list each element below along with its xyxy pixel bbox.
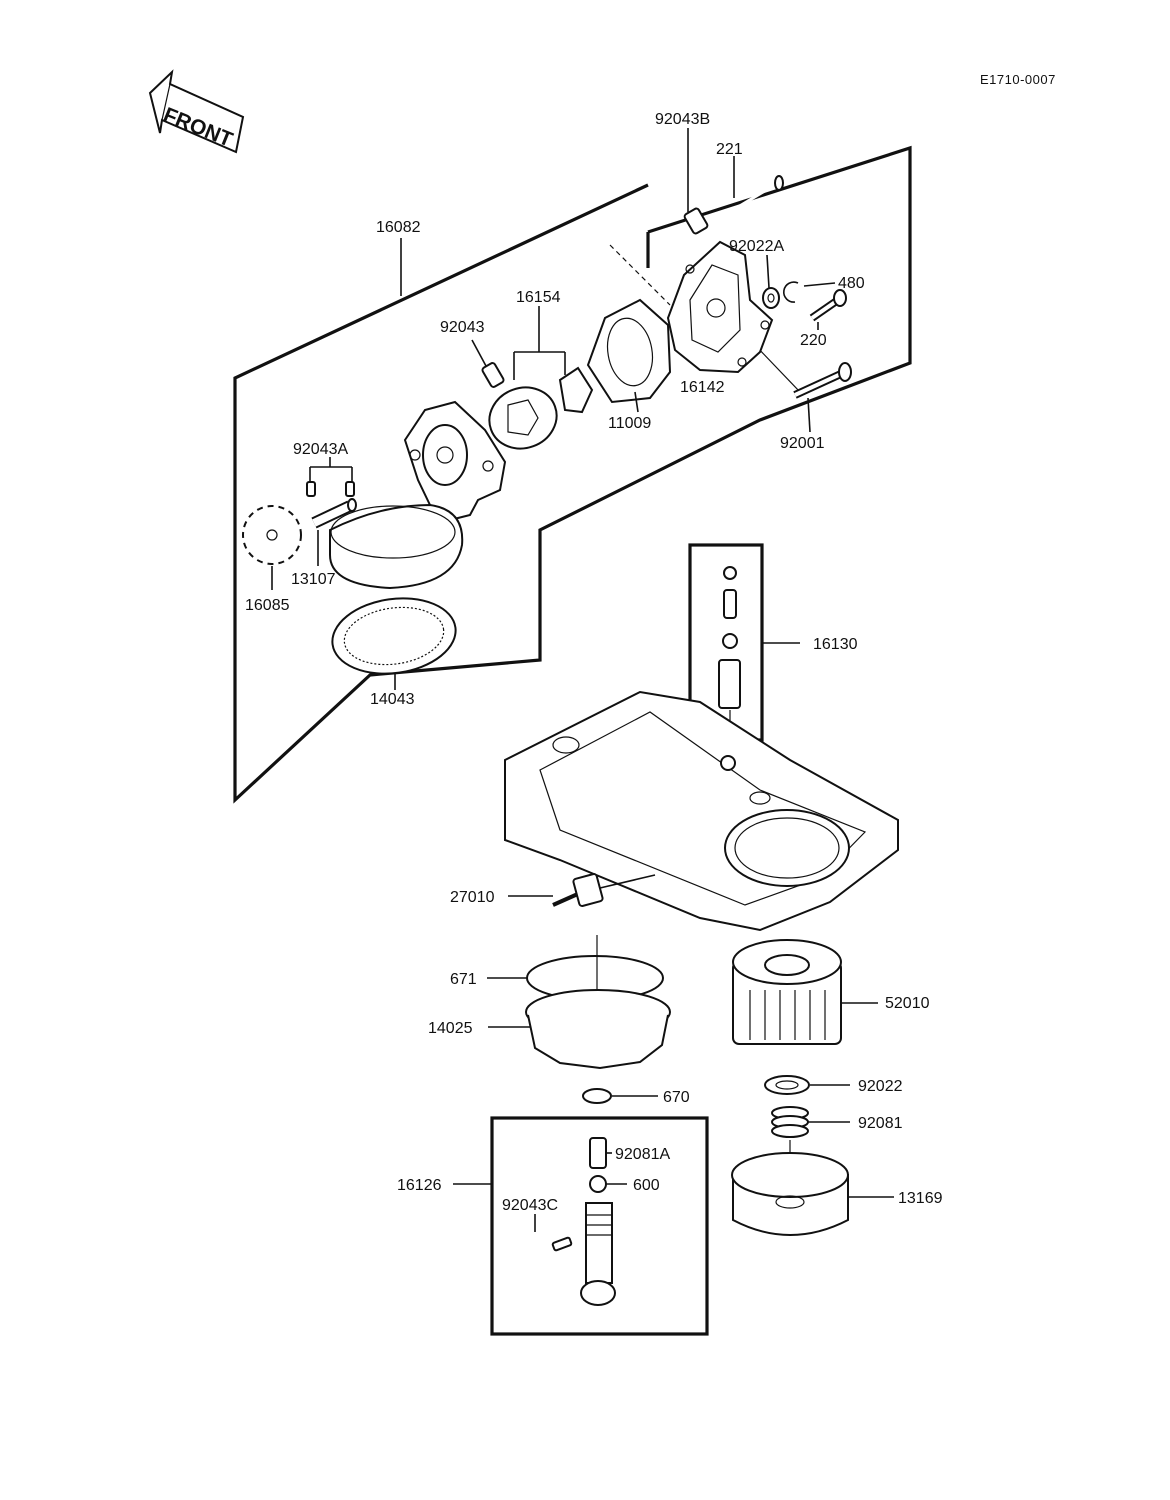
label-16082: 16082: [376, 219, 421, 236]
label-92043: 92043: [440, 319, 485, 336]
label-11009: 11009: [608, 415, 651, 432]
pump-body: [403, 400, 507, 522]
diagram-code: E1710-0007: [980, 72, 1056, 87]
circlip-480: [783, 281, 799, 303]
label-92001: 92001: [780, 435, 825, 452]
bolt-221: [707, 175, 784, 227]
label-52010: 52010: [885, 995, 930, 1012]
label-92043B: 92043B: [655, 111, 710, 128]
label-671: 671: [450, 971, 477, 988]
front-arrow-icon: FRONT: [148, 69, 245, 154]
pin-92043A: [306, 481, 316, 497]
filter-bowl-13169: [731, 1152, 849, 1236]
label-14043: 14043: [370, 691, 415, 708]
alignment-line: [754, 344, 801, 393]
label-92081: 92081: [858, 1115, 903, 1132]
label-13107: 13107: [291, 571, 336, 588]
label-13169: 13169: [898, 1190, 943, 1207]
label-16142: 16142: [680, 379, 725, 396]
filter-holder-14025: [525, 989, 671, 1070]
label-92043A: 92043A: [293, 441, 348, 458]
bypass-valve-box-16126: [490, 1116, 709, 1336]
dowel-92043B: [683, 207, 709, 235]
label-670: 670: [663, 1089, 690, 1106]
gasket-11009: [586, 298, 672, 404]
label-600: 600: [633, 1177, 660, 1194]
label-92043C: 92043C: [502, 1197, 558, 1214]
label-221: 221: [716, 141, 743, 158]
pin-92043A: [345, 481, 355, 497]
group-outline-16082: [233, 145, 912, 804]
pump-rotor-16154: [488, 366, 594, 450]
oil-pickup: [329, 503, 464, 590]
alignment-line: [609, 244, 671, 306]
pump-cover-16142: [666, 240, 774, 374]
o-ring-670: [582, 1088, 612, 1104]
label-16085: 16085: [245, 597, 290, 614]
oil-pressure-switch-27010: [552, 873, 656, 907]
shaft-13107: [311, 498, 357, 529]
label-92022: 92022: [858, 1078, 903, 1095]
spring-92081: [771, 1106, 809, 1175]
label-480: 480: [838, 275, 865, 292]
label-92081A: 92081A: [615, 1146, 670, 1163]
label-27010: 27010: [450, 889, 495, 906]
oil-pan: [504, 690, 899, 932]
oil-filter-52010: [732, 939, 842, 1045]
dowel-92043: [481, 362, 505, 388]
bypass-valve-16126: [551, 1137, 616, 1306]
label-16130: 16130: [813, 636, 858, 653]
washer-92022A: [762, 287, 780, 309]
washer-92022: [764, 1075, 810, 1095]
relief-valve-16130: [718, 566, 741, 762]
label-92022A: 92022A: [729, 238, 784, 255]
strainer-14043: [331, 597, 457, 675]
bolt-220: [809, 289, 847, 322]
label-14025: 14025: [428, 1020, 473, 1037]
label-16154: 16154: [516, 289, 561, 306]
label-16126: 16126: [397, 1177, 442, 1194]
leader-lines: [271, 128, 894, 1232]
sprocket-16085: [242, 505, 302, 565]
bolt-92001: [793, 362, 852, 399]
label-220: 220: [800, 332, 827, 349]
